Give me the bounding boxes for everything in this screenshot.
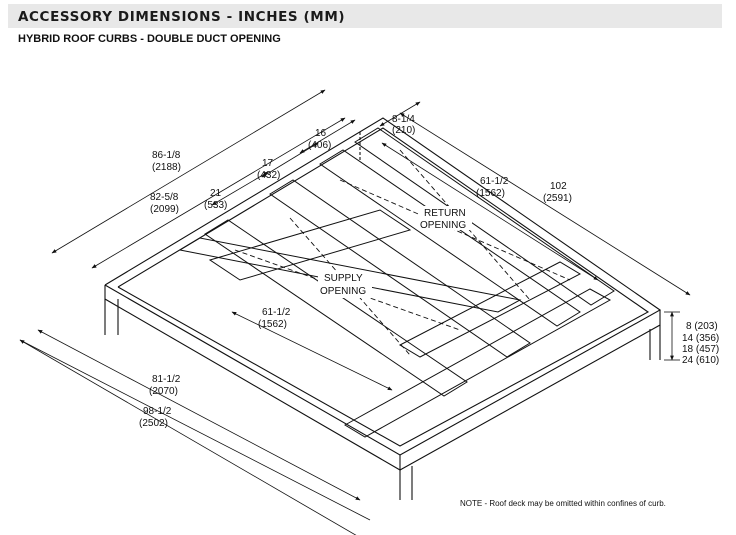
curb-front-right-face <box>399 310 661 471</box>
rail-1 <box>354 127 615 306</box>
dimension-lines <box>19 89 691 535</box>
dim-line-98 <box>19 339 357 535</box>
page-subtitle: HYBRID ROOF CURBS - DOUBLE DUCT OPENING <box>18 33 281 45</box>
dim-line-102 <box>399 112 691 296</box>
dim-label-21: 21(533) <box>204 188 227 211</box>
dim-label-16: 16(406) <box>308 128 331 151</box>
dim-label-81-1-2: 81-1/2(2070) <box>149 374 181 397</box>
dim-label-102: 102(2591) <box>543 181 572 204</box>
dim-label-17: 17(432) <box>257 158 280 181</box>
rail-8 <box>344 288 612 438</box>
roof-deck-note: NOTE - Roof deck may be omitted within c… <box>460 499 666 508</box>
dim-line-81 <box>37 329 361 501</box>
dim-label-height-14: 14 (356) <box>682 333 719 344</box>
dim-label-height-24: 24 (610) <box>682 355 719 366</box>
dim-line-86 <box>51 89 326 254</box>
curb-front-left-face <box>104 285 401 471</box>
dim-line-17 <box>261 142 319 178</box>
dim-line-21 <box>211 171 269 206</box>
dim-label-8-1-4: 8-1/4(210) <box>392 114 415 136</box>
page-title: ACCESSORY DIMENSIONS - INCHES (MM) <box>18 9 346 25</box>
dim-line-98-b <box>19 339 371 521</box>
dim-label-height-18: 18 (457) <box>682 344 719 355</box>
curb-inner-top <box>117 127 650 447</box>
dim-label-61-1-2-top: 61-1/2(1562) <box>476 176 509 199</box>
curb-frame <box>104 117 662 500</box>
dim-label-height-8: 8 (203) <box>686 321 718 332</box>
dim-label-98-1-2: 98-1/2(2502) <box>139 406 172 429</box>
cross-rails <box>178 127 615 438</box>
dim-label-82-5-8: 82-5/8(2099) <box>150 192 179 215</box>
dimension-labels: 8-1/4(210) 16(406) 17(432) 21(533) 86-1/… <box>139 114 719 429</box>
dim-line-61-mid <box>231 311 393 391</box>
dim-label-61-1-2-mid: 61-1/2(1562) <box>258 307 291 330</box>
title-bar: ACCESSORY DIMENSIONS - INCHES (MM) <box>8 4 722 28</box>
dim-label-86-1-8: 86-1/8(2188) <box>152 150 181 173</box>
dim-line-61-top <box>381 142 599 281</box>
